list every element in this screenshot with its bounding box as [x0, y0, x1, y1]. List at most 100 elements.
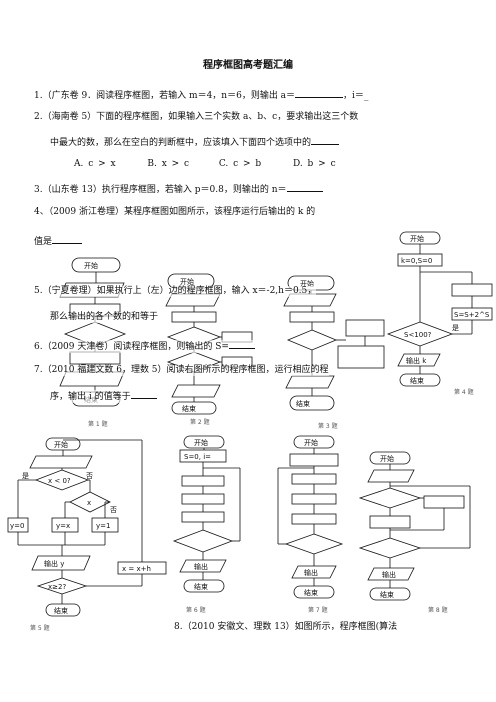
fig8-end-label: 结束: [380, 590, 394, 599]
fig7-init: [289, 453, 339, 467]
fig7-output: [291, 565, 337, 579]
question-6: 6.（2009 天津卷）阅读程序框图，则输出的 S=: [34, 340, 255, 353]
fig5-end: [45, 603, 81, 617]
fig3-caption: 第 3 题: [318, 422, 338, 430]
fig3-box1: [289, 311, 335, 323]
q3-text: 3.（山东卷 13）执行程序框图，若输入 p＝0.8，则输出的 n＝: [34, 185, 287, 195]
fig5-decision1: [34, 469, 90, 491]
fig5-yx-label: y=x: [56, 522, 70, 530]
fig6-box1: [181, 475, 225, 487]
fig5-inc-label: x = x+h: [122, 565, 151, 573]
fig5-no2-label: 否: [110, 506, 117, 514]
fig5-start-label: 开始: [54, 440, 68, 449]
fig8-start-label: 开始: [380, 454, 394, 463]
question-1: 1.（广东卷 9．阅读程序框图，若输入 m＝4，n＝6，则输出 a＝，i＝_: [34, 89, 368, 102]
fig5-out-label: 输出 y: [44, 559, 64, 568]
q2-option-c: C. c > b: [218, 159, 262, 169]
question-5: 5.（宁夏卷理）如果执行上（左）边的程序框图，输入 x＝-2,h＝0.5，: [34, 286, 317, 297]
fig7-decision: [284, 533, 344, 555]
fig4-init-label: k=0,S=0: [401, 257, 432, 265]
q2-line2-text: 中最大的数，那么在空白的判断框中，应该填入下面四个选项中的: [50, 138, 312, 148]
fig7-start-label: 开始: [304, 438, 318, 447]
fig6-end: [183, 579, 225, 593]
fig8-box1: [369, 515, 411, 529]
fig1-box2: [69, 351, 121, 365]
fig2-end-label: 结束: [182, 404, 196, 413]
fig8-side: [423, 495, 465, 509]
fig6-box3: [181, 511, 225, 523]
fig5-yes-label: 是: [22, 472, 29, 480]
question-2-line1: 2.（海南卷 5）下面的程序框图，如果输入三个实数 a、b、c，要求输出这三个数: [34, 112, 359, 122]
fig6-start-label: 开始: [194, 438, 208, 447]
question-2-options: A. c > x B. x > c C. c > b D. b > c: [74, 159, 336, 170]
question-7-line1: 7.（2010 福建文数 6，理数 5）阅读右图所示的程序框图，运行相应的程: [34, 365, 329, 376]
q1-blank-a: [295, 89, 344, 98]
fig4-box1: [451, 283, 493, 297]
fig5-cond2-label: x≥2?: [48, 583, 66, 591]
fig2-caption: 第 2 题: [190, 418, 210, 426]
fig6-output: [179, 559, 227, 573]
fig7-caption: 第 7 题: [308, 606, 328, 614]
fig5-c2-label: x: [87, 499, 91, 507]
fig2-box1: [171, 311, 217, 323]
q2-option-d: D. b > c: [292, 159, 336, 169]
question-7-line2: 序，输出 i 的值等于: [50, 390, 157, 403]
fig2-output: [171, 384, 221, 398]
fig3-side1: [345, 319, 385, 337]
fig5-y1-label: y=1: [96, 522, 110, 530]
fig3-input: [283, 293, 337, 307]
fig6-caption: 第 6 题: [186, 606, 206, 614]
fig8-output: [367, 567, 415, 581]
fig5-output: [31, 555, 91, 571]
fig7-end-label: 结束: [304, 588, 318, 597]
fig3-decision: [286, 329, 338, 351]
fig8-decision2: [358, 537, 422, 559]
fig3-side2: [337, 345, 385, 369]
fig6-decision: [172, 529, 234, 553]
q4-line2-text: 值是: [34, 237, 53, 247]
fig5-input: [29, 455, 93, 469]
q2-option-b: B. x > c: [147, 159, 190, 169]
fig6-init-label: S=0, i=: [184, 453, 211, 461]
question-4-line2: 值是: [34, 235, 83, 248]
fig6-end-label: 结束: [194, 582, 208, 591]
q1-tail: ，i＝_: [343, 91, 369, 101]
fig8-decision1: [358, 487, 422, 509]
fig4-caption: 第 4 题: [454, 388, 474, 396]
document-title: 程序框图高考题汇编: [203, 60, 293, 71]
fig8-input: [367, 469, 415, 483]
fig4-yes-label: 是: [452, 324, 459, 332]
fig5-end-label: 结束: [54, 606, 68, 615]
q7-blank: [130, 390, 157, 399]
fig4-start-label: 开始: [410, 234, 424, 243]
question-4-line1: 4、（2009 浙江卷理）某程序框图如图所示，该程序运行后输出的 k 的: [34, 207, 316, 217]
q4-blank: [52, 235, 83, 244]
fig5-no-label: 否: [86, 472, 93, 480]
fig3-output: [285, 375, 335, 389]
q3-blank: [286, 183, 323, 192]
fig7-out-label: 输出: [304, 568, 318, 577]
fig4-end-label: 结束: [410, 376, 424, 385]
fig3-start-label: 开始: [300, 279, 314, 288]
fig1-caption: 第 1 题: [88, 420, 108, 428]
question-8: 8.（2010 安徽文、理数 13）如图所示，程序框图(算法: [174, 622, 398, 632]
q2-blank: [311, 136, 340, 145]
fig5-c1-label: x < 0?: [48, 477, 71, 485]
fig4-cond-label: S<100?: [404, 331, 432, 339]
fig6-box2: [181, 493, 225, 505]
fig6-out-label: 输出: [194, 562, 208, 571]
fig3-end-label: 结束: [296, 399, 310, 408]
fig4-assign-label: S=S+2^S: [454, 311, 490, 319]
fig1-start-label: 开始: [84, 261, 98, 270]
question-2-line2: 中最大的数，那么在空白的判断框中，应该填入下面四个选项中的: [50, 136, 340, 149]
fig7-box1: [291, 473, 337, 485]
q6-text: 6.（2009 天津卷）阅读程序框图，则输出的 S=: [34, 342, 229, 352]
q7-line2-text: 序，输出 i 的值等于: [50, 392, 131, 402]
fig2-start-label: 开始: [180, 277, 194, 286]
question-5-line2: 那么输出的各个数的和等于: [50, 312, 159, 323]
fig5-caption: 第 5 题: [30, 624, 50, 632]
q6-blank: [228, 340, 255, 349]
fig8-caption: 第 8 题: [428, 606, 448, 614]
fig4-out-label: 输出 k: [406, 356, 427, 365]
q2-option-a: A. c > x: [74, 159, 116, 169]
